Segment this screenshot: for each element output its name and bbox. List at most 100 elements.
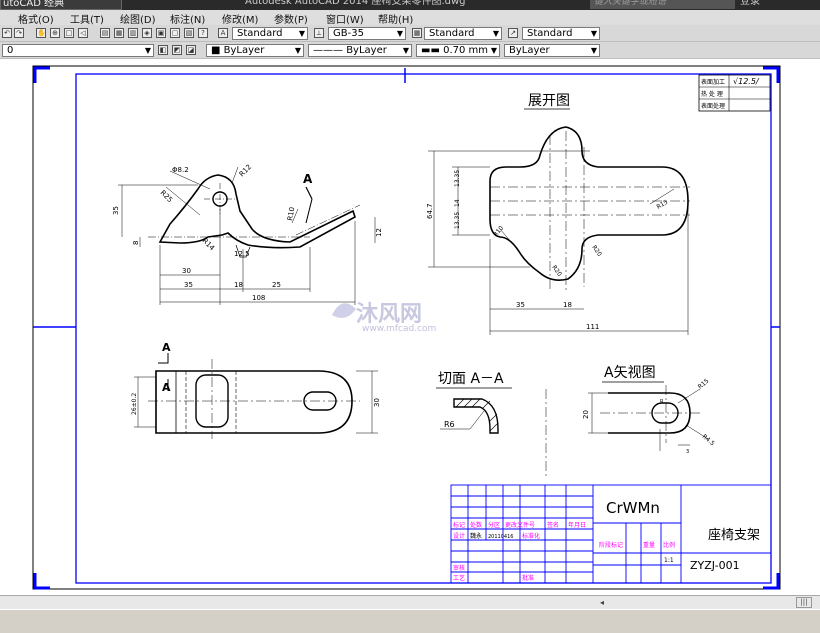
horizontal-scrollbar[interactable]: ◂ |||: [0, 595, 820, 609]
login-button[interactable]: 登录: [740, 0, 760, 7]
dim-label: 35: [112, 206, 120, 215]
make-current-icon[interactable]: ◩: [172, 45, 182, 55]
design-center-icon[interactable]: ▦: [114, 28, 124, 38]
menu-help[interactable]: 帮助(H): [378, 15, 414, 26]
dim-label: 35: [184, 281, 193, 289]
roughness-row-label: 表面处理: [701, 102, 725, 110]
layer-manager-icon[interactable]: ◧: [158, 45, 168, 55]
color-select[interactable]: ■ ByLayer▼: [206, 44, 304, 57]
tb-label: 阶段标记: [599, 541, 623, 549]
layers-toolbar: 0▼ ◧ ◩ ◪ ■ ByLayer▼ ——— ByLayer▼ ▬▬ 0.70…: [0, 42, 820, 59]
dim-label: R20: [590, 244, 603, 258]
dim-label: 30: [373, 398, 381, 407]
dim-label: R6: [444, 420, 455, 429]
title-bar: utoCAD 经典 Autodesk AutoCAD 2014 座椅支架零件图.…: [0, 0, 820, 10]
scale-value: 1:1: [664, 557, 674, 564]
tb-label: 批准: [522, 574, 534, 582]
text-style-icon[interactable]: A: [218, 28, 228, 38]
dim-label: 18: [234, 281, 243, 289]
design-date: 20110416: [488, 534, 513, 540]
window-title: Autodesk AutoCAD 2014 座椅支架零件图.dwg: [245, 0, 466, 7]
drawing-frame: [75, 73, 772, 584]
dim-style-icon[interactable]: ⟂: [314, 28, 324, 38]
dim-label: 30: [182, 267, 191, 275]
menu-modify[interactable]: 修改(M): [222, 15, 259, 26]
watermark: 沐风网 www.mfcad.com: [332, 302, 436, 334]
tb-label: 工艺: [453, 574, 465, 582]
dim-label: R25: [159, 189, 174, 204]
tb-label: 签名: [547, 521, 559, 529]
tb-label: 比例: [663, 541, 675, 549]
section-mark: A: [162, 341, 171, 354]
menu-window[interactable]: 窗口(W): [326, 15, 364, 26]
scroll-thumb-icon[interactable]: |||: [796, 597, 812, 608]
undo-icon[interactable]: ↶: [2, 28, 12, 38]
dim-label: R20: [550, 264, 563, 278]
lineweight-select[interactable]: ▬▬ 0.70 mm▼: [416, 44, 500, 57]
menu-tools[interactable]: 工具(T): [70, 15, 104, 26]
help-icon[interactable]: ?: [198, 28, 208, 38]
dim-label: R4.5: [701, 433, 716, 447]
part-name: 座椅支架: [708, 528, 760, 543]
dim-label: 12: [375, 228, 383, 237]
roughness-table: 表面加工 热 处 理 表面处理 √12.5/: [698, 74, 771, 112]
zoom-window-icon[interactable]: □: [64, 28, 74, 38]
roughness-value: √12.5/: [733, 77, 760, 86]
zoom-previous-icon[interactable]: ◁: [78, 28, 88, 38]
section-mark: A: [303, 172, 313, 186]
pan-icon[interactable]: ✋: [36, 28, 46, 38]
mfcad-logo-icon: [332, 303, 356, 318]
menu-parametric[interactable]: 参数(P): [274, 15, 308, 26]
tb-label: 分区: [488, 521, 500, 529]
sheet-set-icon[interactable]: ◈: [142, 28, 152, 38]
layer-select[interactable]: 0▼: [2, 44, 154, 57]
tool-palettes-icon[interactable]: ▥: [128, 28, 138, 38]
dim-label: 64.7: [426, 203, 434, 219]
dim-label: R15: [656, 199, 670, 211]
section-arrow-icon: [305, 186, 313, 200]
tb-label: 年月日: [568, 521, 586, 529]
dim-style-select[interactable]: GB-35▼: [328, 27, 406, 40]
unfold-view-title: 展开图: [528, 93, 570, 109]
linetype-select[interactable]: ——— ByLayer▼: [308, 44, 412, 57]
table-style-icon[interactable]: ▦: [412, 28, 422, 38]
dim-label: 12.5: [234, 250, 250, 258]
table-style-select[interactable]: Standard▼: [424, 27, 502, 40]
menu-format[interactable]: 格式(O): [18, 15, 54, 26]
drawing-canvas[interactable]: 表面加工 热 处 理 表面处理 √12.5/ Φ8.2 R12 R2: [0, 59, 820, 595]
standard-toolbar: ↶ ↷ ✋ ⊕ □ ◁ ▤ ▦ ▥ ◈ ▣ ▢ ▧ ? A Standard▼ …: [0, 25, 820, 42]
dim-label: 26±0.2: [131, 393, 138, 415]
dim-label: R10: [492, 225, 505, 239]
mleader-style-select[interactable]: Standard▼: [522, 27, 600, 40]
dim-label: R14: [201, 237, 217, 253]
text-style-select[interactable]: Standard▼: [232, 27, 308, 40]
dim-label: 3: [686, 449, 689, 455]
dim-label: 111: [586, 323, 599, 331]
corner-mark: [33, 66, 50, 83]
tb-label: 设计: [453, 532, 465, 540]
calculator-icon[interactable]: ▧: [184, 28, 194, 38]
dim-label: 35: [516, 301, 525, 309]
menu-dimension[interactable]: 标注(N): [170, 15, 206, 26]
a-view-title: A矢视图: [604, 365, 656, 381]
zoom-realtime-icon[interactable]: ⊕: [50, 28, 60, 38]
search-input[interactable]: 键入关键字或短语: [590, 0, 735, 9]
menu-draw[interactable]: 绘图(D): [120, 15, 156, 26]
quickcalc-icon[interactable]: ▢: [170, 28, 180, 38]
section-mark: A: [162, 381, 171, 394]
plotstyle-select[interactable]: ByLayer▼: [504, 44, 600, 57]
workspace-selector[interactable]: utoCAD 经典: [0, 0, 122, 10]
markup-icon[interactable]: ▣: [156, 28, 166, 38]
tb-label: 重量: [643, 541, 655, 549]
corner-mark: [33, 573, 50, 590]
unfold-view: [428, 126, 690, 335]
mleader-style-icon[interactable]: ↗: [508, 28, 518, 38]
dim-label: 108: [252, 294, 265, 302]
dim-label: 8: [132, 241, 140, 245]
redo-icon[interactable]: ↷: [14, 28, 24, 38]
scroll-left-icon[interactable]: ◂: [600, 598, 605, 607]
main-view: [118, 166, 376, 305]
properties-icon[interactable]: ▤: [100, 28, 110, 38]
dim-label: 13.35: [454, 212, 461, 229]
layer-previous-icon[interactable]: ◪: [186, 45, 196, 55]
